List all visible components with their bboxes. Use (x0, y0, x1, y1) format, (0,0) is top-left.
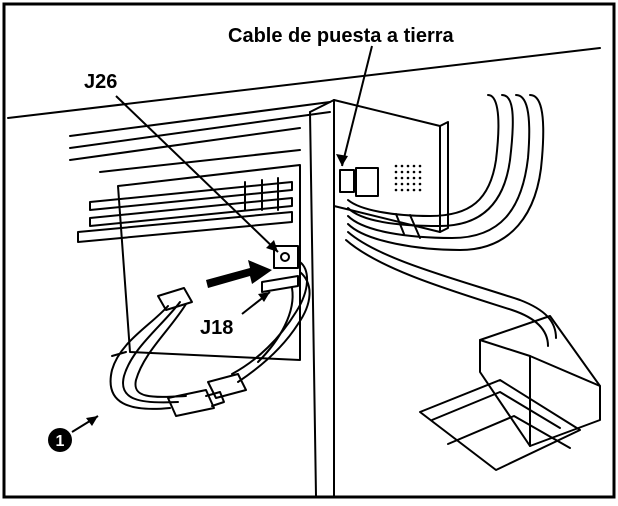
cable-tie-1 (395, 213, 405, 235)
table-edge-1 (69, 101, 331, 137)
pedal-step-2 (447, 415, 571, 449)
j26-arrowhead (266, 240, 278, 252)
harness-cable-3 (257, 287, 294, 363)
cable-tie-2 (409, 214, 421, 239)
j26-connector-pin (280, 252, 290, 262)
cable-bundle-1 (347, 94, 500, 217)
control-box-face (333, 99, 441, 233)
j18-arrowhead (258, 292, 270, 302)
cable-bundle-2 (347, 94, 514, 227)
harness-cable-1 (231, 261, 308, 375)
leg-top (309, 99, 335, 113)
pedal-step-1 (431, 391, 561, 429)
vent-grid (394, 164, 422, 192)
j18-connector (261, 275, 299, 293)
insert-arrow (206, 260, 272, 288)
table-edge-top (7, 47, 601, 119)
leg-left-edge (309, 111, 317, 497)
j26-label: J26 (84, 71, 117, 93)
plug-top (157, 287, 193, 311)
callout-circle (48, 428, 72, 452)
rail-3 (77, 211, 293, 243)
frame-border (2, 2, 616, 499)
pedal-base (419, 379, 581, 471)
pedal-cable (347, 231, 557, 339)
ground-screw-block (355, 167, 379, 197)
rail-2 (89, 197, 293, 227)
pedal-body (479, 315, 601, 447)
j18-label: J18 (200, 317, 233, 339)
rail-1 (89, 181, 293, 211)
pedal-cable-2 (345, 239, 549, 347)
callout-number: 1 (56, 433, 65, 450)
j26-leader (115, 95, 279, 253)
table-edge-2 (69, 111, 331, 149)
harness-cable-2 (237, 271, 311, 383)
cable-bundle-4 (347, 94, 545, 251)
ground-leader (341, 45, 373, 167)
control-box-side (439, 121, 449, 233)
plug-bottom (167, 389, 215, 417)
harness-loop-3 (134, 303, 187, 398)
harness-tie (111, 351, 127, 357)
ground-terminal (339, 169, 355, 193)
cable-bundle-3 (347, 94, 531, 239)
j26-connector (273, 245, 299, 269)
harness-loop-2 (122, 301, 181, 404)
ground-arrowhead (336, 154, 348, 166)
table-edge-3 (69, 127, 301, 161)
panel-rail-top (99, 149, 301, 173)
ground-cable-label: Cable de puesta a tierra (228, 25, 455, 47)
harness-loop-1 (109, 305, 171, 410)
plug-middle (207, 373, 247, 399)
callout-arrowhead (86, 416, 98, 426)
inner-panel (117, 164, 301, 361)
